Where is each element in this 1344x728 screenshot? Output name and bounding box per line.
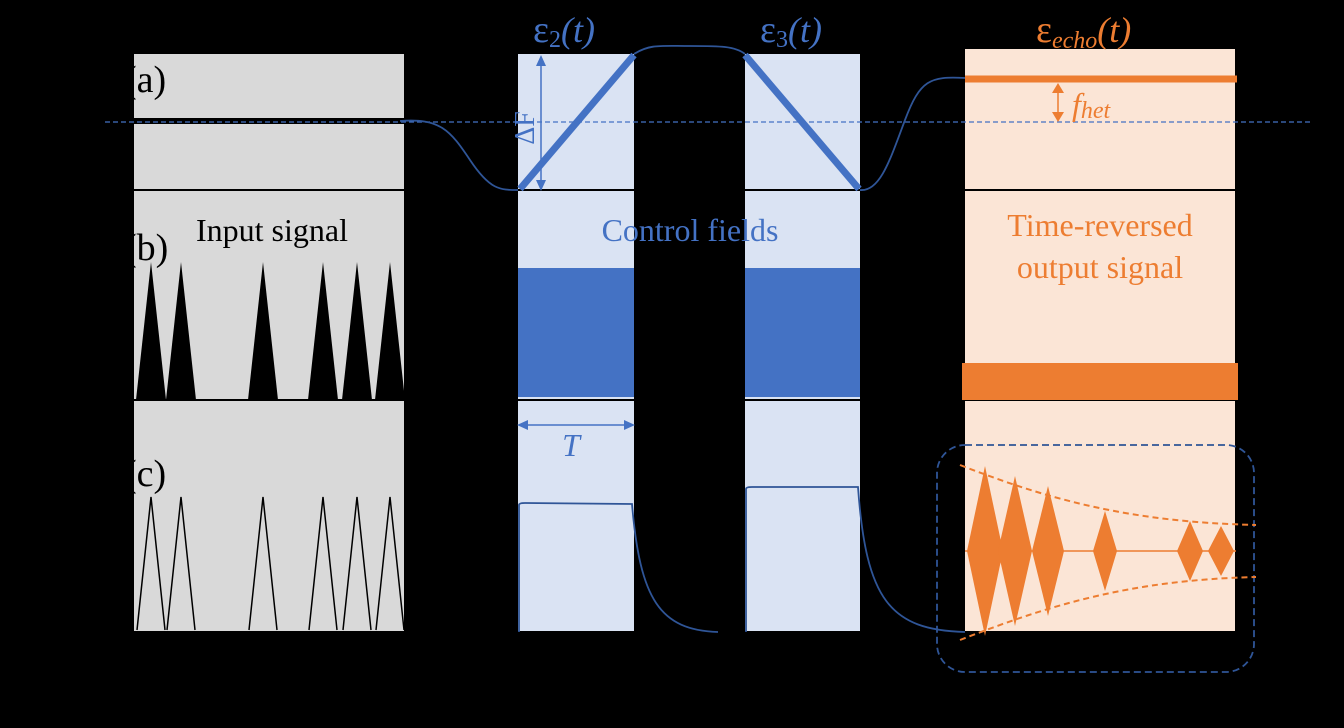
output-signal-label-2: output signal — [1017, 249, 1183, 285]
chirp-ramp-down — [742, 52, 862, 192]
period-arrow — [517, 420, 635, 430]
input-pulse-outline — [342, 496, 372, 631]
f-het-arrow — [1052, 83, 1064, 122]
control-fields-label: Control fields — [602, 212, 779, 248]
panel-label-b: (b) — [124, 227, 168, 269]
panel-label-c: (c) — [124, 453, 166, 495]
output-pulse-bar — [962, 363, 1238, 400]
input-pulses-outline — [136, 496, 405, 631]
e3-title: ε3(t) — [760, 9, 822, 53]
input-pulse-outline — [375, 496, 405, 631]
input-pulse-outline — [136, 496, 166, 631]
echo-pulse — [1177, 521, 1203, 581]
frequency-trajectory-curve — [399, 44, 966, 191]
echo-pulse — [1032, 486, 1064, 616]
input-pulse — [308, 262, 338, 400]
echo-pulse — [998, 476, 1032, 626]
echo-pulse — [967, 466, 1003, 636]
input-pulse — [248, 262, 278, 400]
control-envelope-curve — [518, 486, 966, 633]
output-signal-label-1: Time-reversed — [1007, 207, 1192, 243]
control-pulse-3 — [745, 268, 860, 397]
echo-pulses — [967, 466, 1234, 636]
input-pulse — [136, 262, 166, 400]
echo-highlight-box — [936, 444, 1255, 673]
echo-pulse — [1093, 511, 1117, 591]
echo-pulse — [1208, 526, 1234, 576]
panel-label-a: (a) — [124, 59, 166, 101]
chirp-ramp-up — [517, 52, 637, 192]
period-label: T — [562, 427, 582, 463]
delta-f-arrow — [536, 55, 546, 191]
echo-decay-envelope — [959, 464, 1257, 641]
delta-f-label: ΔF — [510, 111, 541, 145]
input-pulse-outline — [166, 496, 196, 631]
input-pulse — [375, 262, 405, 400]
echo-title: εecho(t) — [1036, 9, 1131, 54]
input-pulse — [342, 262, 372, 400]
input-pulse-outline — [248, 496, 278, 631]
input-pulses-filled — [136, 262, 405, 400]
input-pulse-outline — [308, 496, 338, 631]
input-signal-label: Input signal — [196, 212, 348, 248]
control-pulse-2 — [518, 268, 634, 397]
input-pulse — [166, 262, 196, 400]
e2-title: ε2(t) — [533, 9, 595, 53]
